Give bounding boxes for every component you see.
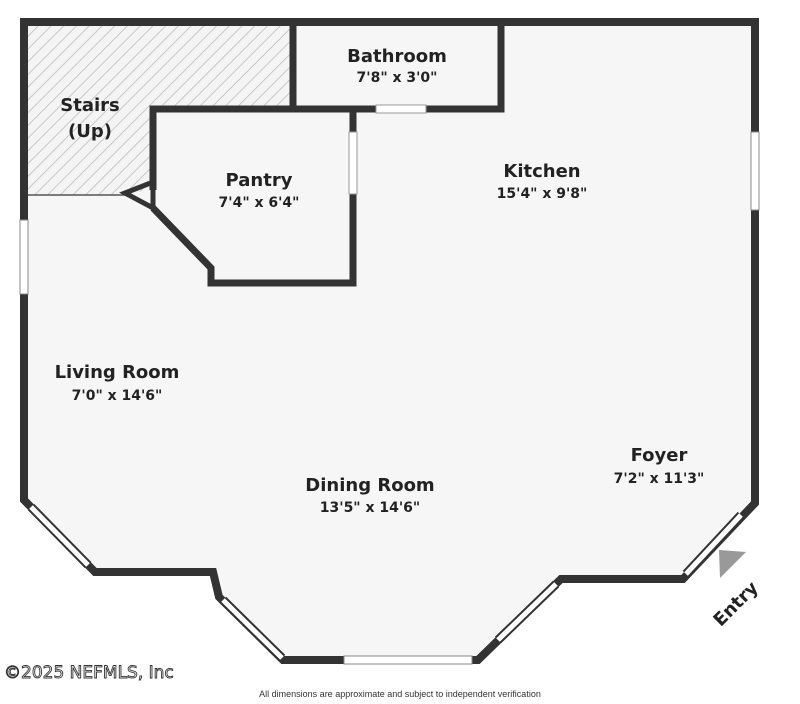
- room-name-bathroom: Bathroom: [347, 46, 447, 67]
- room-name-kitchen: Kitchen: [503, 161, 580, 182]
- room-name-stairs: Stairs: [60, 95, 119, 116]
- room-dims-bathroom: 7'8" x 3'0": [357, 70, 438, 86]
- window-bottom: [343, 655, 473, 665]
- entry-door: [682, 511, 745, 578]
- window-left: [19, 219, 29, 295]
- room-dims-kitchen: 15'4" x 9'8": [497, 186, 588, 202]
- floor-area: [24, 22, 755, 660]
- bathroom-door: [375, 104, 427, 114]
- room-dims-living-room: 7'0" x 14'6": [72, 388, 163, 404]
- room-name-stairs-up: (Up): [68, 121, 112, 142]
- window-right: [750, 131, 760, 211]
- room-name-pantry: Pantry: [226, 170, 293, 191]
- room-dims-pantry: 7'4" x 6'4": [219, 195, 300, 211]
- copyright-watermark: ©2025 NEFMLS, Inc: [4, 663, 174, 683]
- window-diag-bottom-left: [219, 596, 286, 662]
- disclaimer-text: All dimensions are approximate and subje…: [259, 689, 541, 699]
- room-dims-dining-room: 13'5" x 14'6": [320, 500, 420, 516]
- stairs-hatch: [28, 26, 293, 195]
- pantry-door: [348, 131, 358, 195]
- pantry-wall: [149, 105, 357, 287]
- entry-arrow-icon: [719, 550, 746, 578]
- room-name-foyer: Foyer: [631, 445, 688, 466]
- window-diag-bottom-right: [494, 580, 560, 644]
- room-name-dining-room: Dining Room: [305, 475, 434, 496]
- room-dims-foyer: 7'2" x 11'3": [614, 471, 705, 487]
- room-name-living-room: Living Room: [55, 362, 180, 383]
- window-diag-left: [27, 503, 92, 569]
- entry-label: Entry: [709, 577, 762, 630]
- pantry-corner-triangle: [119, 178, 156, 213]
